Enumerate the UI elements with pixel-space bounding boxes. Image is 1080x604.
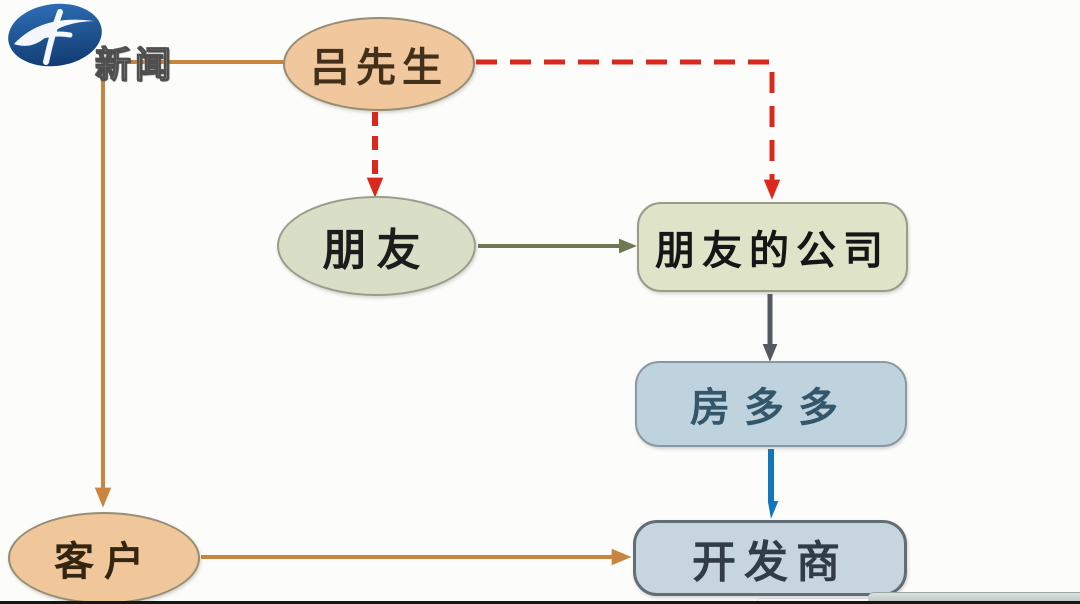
bottom-strip [0,601,1080,604]
node-friend: 朋友 [277,196,476,296]
edge-mrlv-to-customer [94,60,283,508]
node-developer-label: 开发商 [692,537,848,588]
node-friend-label: 朋友 [322,225,431,276]
node-friends-company-label: 朋友的公司 [655,227,890,274]
channel-watermark-label: 新闻 [94,43,176,85]
node-developer: 开发商 [633,520,907,596]
node-fangduoduo-label: 房多多 [690,384,852,431]
node-customer-label: 客户 [54,538,154,585]
caption-bar [868,592,1080,603]
edge-mrlv-to-friends-company [476,59,781,200]
node-mr-lv-label: 吕先生 [310,44,448,91]
tv-station-logo-icon [8,3,102,67]
node-friends-company: 朋友的公司 [637,202,908,292]
node-mr-lv: 吕先生 [283,17,475,111]
node-fangduoduo: 房多多 [635,361,907,447]
node-customer: 客户 [8,512,200,604]
